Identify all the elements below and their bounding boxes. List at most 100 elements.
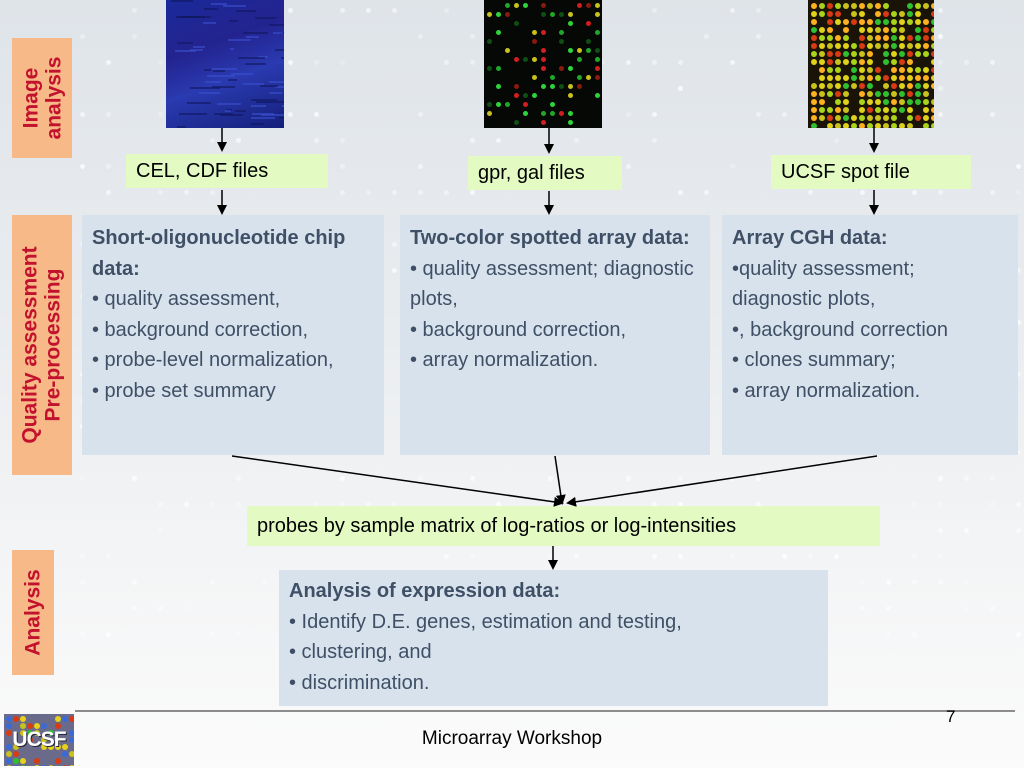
background-dot <box>392 242 397 247</box>
array-spot <box>827 51 833 57</box>
chip-texture <box>187 102 211 104</box>
array-spot <box>843 99 849 105</box>
background-dot <box>1016 502 1021 507</box>
logo-dot <box>27 723 33 729</box>
background-dot <box>652 502 657 507</box>
array-spot <box>907 43 913 49</box>
chip-texture <box>282 105 284 107</box>
array-spot <box>487 66 492 71</box>
array-spot <box>899 59 905 65</box>
array-spot <box>931 99 934 105</box>
background-dot <box>782 554 787 559</box>
background-dot <box>886 580 891 585</box>
chip-texture <box>228 79 237 81</box>
chip-texture <box>246 36 259 38</box>
background-dot <box>652 138 657 143</box>
analysis-item-de-genes: • Identify D.E. genes, estimation and te… <box>289 610 682 633</box>
background-dot <box>808 554 813 559</box>
chip-texture <box>260 85 278 87</box>
background-dot <box>756 8 761 13</box>
array-spot <box>915 75 921 81</box>
array-spot <box>827 3 833 9</box>
array-spot <box>907 3 913 9</box>
chip-texture <box>238 57 265 59</box>
array-spot <box>875 91 881 97</box>
array-spot <box>496 12 501 17</box>
array-spot <box>568 111 573 116</box>
array-spot <box>931 3 934 9</box>
array-spot <box>915 67 921 73</box>
array-spot <box>835 19 841 25</box>
background-dot <box>288 8 293 13</box>
array-spot <box>843 91 849 97</box>
background-dot <box>418 476 423 481</box>
array-spot <box>595 3 600 8</box>
background-dot <box>496 138 501 143</box>
chip-texture <box>203 22 216 24</box>
background-dot <box>314 502 319 507</box>
array-spot <box>899 27 905 33</box>
background-dot <box>418 34 423 39</box>
arrow-two-color-to-matrix <box>554 455 566 505</box>
background-dot <box>470 190 475 195</box>
logo-dot <box>13 751 19 757</box>
background-dot <box>652 112 657 117</box>
background-dot <box>1016 164 1021 169</box>
array-spot <box>867 99 873 105</box>
array-spot <box>859 51 865 57</box>
array-spot <box>496 66 501 71</box>
background-dot <box>652 554 657 559</box>
background-dot <box>184 606 189 611</box>
background-dot <box>912 554 917 559</box>
array-spot <box>577 75 582 80</box>
background-dot <box>210 502 215 507</box>
array-spot <box>931 43 934 49</box>
background-dot <box>574 554 579 559</box>
background-dot <box>366 502 371 507</box>
logo-dot <box>62 751 68 757</box>
array-spot <box>819 67 825 73</box>
arrow-oligo-to-matrix <box>231 455 564 507</box>
array-spot <box>907 123 913 128</box>
background-dot <box>912 632 917 637</box>
background-dot <box>834 138 839 143</box>
array-spot <box>883 83 889 89</box>
background-dot <box>912 190 917 195</box>
background-dot <box>860 606 865 611</box>
array-spot <box>541 30 546 35</box>
chip-texture <box>245 63 266 65</box>
array-spot <box>883 91 889 97</box>
array-spot <box>899 91 905 97</box>
array-spot <box>523 111 528 116</box>
chip-texture <box>231 73 253 75</box>
background-dot <box>158 60 163 65</box>
array-spot <box>586 75 591 80</box>
background-dot <box>106 60 111 65</box>
array-spot <box>931 115 934 121</box>
chip-texture <box>179 16 205 18</box>
chip-texture <box>199 92 220 94</box>
background-dot <box>834 554 839 559</box>
cgh-item-background: •, background correction <box>732 318 949 341</box>
background-dot <box>470 138 475 143</box>
array-spot <box>891 35 897 41</box>
background-dot <box>938 554 943 559</box>
array-spot <box>907 19 913 25</box>
array-spot <box>875 115 881 121</box>
background-dot <box>314 60 319 65</box>
array-spot <box>559 66 564 71</box>
array-spot <box>819 35 825 41</box>
background-dot <box>106 632 111 637</box>
chip-texture <box>177 126 186 128</box>
background-dot <box>80 164 85 169</box>
chip-texture <box>204 8 218 10</box>
background-dot <box>990 60 995 65</box>
array-spot <box>875 27 881 33</box>
chip-texture <box>261 114 284 116</box>
array-spot <box>931 123 934 128</box>
array-spot <box>883 115 889 121</box>
array-spot <box>577 84 582 89</box>
array-spot <box>514 93 519 98</box>
logo-dot <box>69 765 74 766</box>
array-spot <box>541 57 546 62</box>
